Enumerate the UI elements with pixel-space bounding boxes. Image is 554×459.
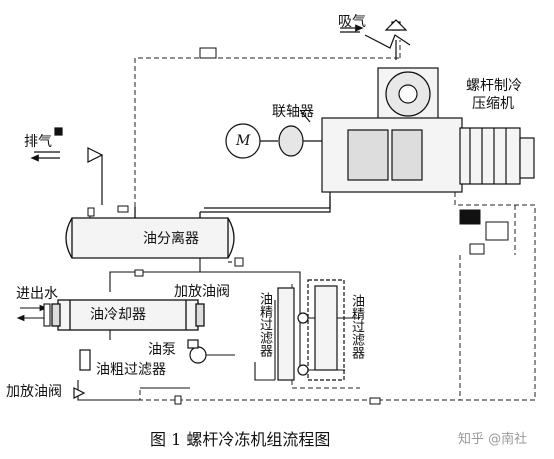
label-fine-filter-1: 油精过滤器: [257, 292, 272, 357]
label-oil-cooler: 油冷却器: [90, 307, 146, 323]
suction-valve: [340, 19, 411, 60]
label-motor: M: [236, 133, 251, 149]
discharge-pipe: [200, 192, 331, 213]
label-oil-separator: 油分离器: [143, 231, 199, 247]
screw-compressor: [321, 67, 535, 193]
label-coupling: 联轴器: [272, 104, 314, 120]
label-discharge: 排气: [24, 134, 52, 150]
coarse-filter: [73, 349, 91, 399]
discharge-valve: [30, 127, 104, 205]
motor-and-coupling: [225, 109, 322, 159]
label-add-drain-valve-bottom: 加放油阀: [6, 384, 62, 400]
oil-pipes: [77, 258, 360, 401]
instrument-symbols: [87, 47, 509, 405]
oil-pump: [187, 339, 207, 364]
fine-filters: [277, 279, 345, 381]
label-suction: 吸气: [338, 14, 366, 30]
label-water-in-out: 进出水: [16, 286, 58, 302]
label-coarse-filter: 油粗过滤器: [96, 362, 166, 378]
label-oil-pump: 油泵: [148, 342, 176, 358]
label-compressor-line2: 压缩机: [472, 96, 514, 112]
label-add-drain-valve-top: 加放油阀: [174, 284, 230, 300]
watermark: 知乎 @南社: [458, 432, 528, 447]
label-fine-filter-2: 油精过滤器: [349, 294, 364, 359]
figure-caption: 图 1 螺杆冷冻机组流程图: [150, 430, 331, 449]
oil-separator: [65, 207, 235, 259]
water-arrows: [16, 303, 51, 327]
oil-cooler: [51, 299, 205, 331]
label-compressor-line1: 螺杆制冷: [466, 78, 522, 94]
